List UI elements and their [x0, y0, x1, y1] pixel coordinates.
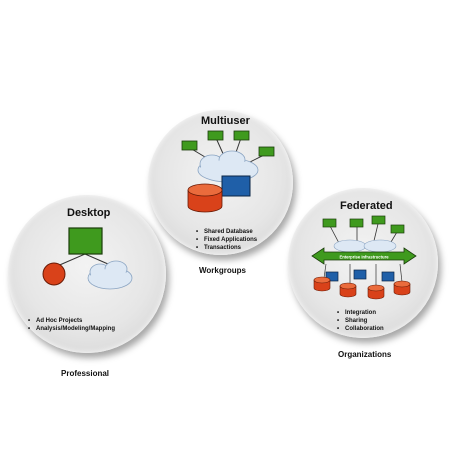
- local-data-icon: [42, 262, 66, 286]
- database-icon: [367, 284, 385, 300]
- client-icon: [207, 130, 224, 141]
- database-icon: [393, 280, 411, 296]
- multiuser-caption: Workgroups: [199, 266, 246, 275]
- enterprise-arrow-icon: [311, 247, 417, 265]
- client-icon: [390, 224, 405, 234]
- cloud-icon: [87, 260, 133, 290]
- desktop-caption: Professional: [61, 369, 110, 378]
- server-icon: [381, 271, 395, 282]
- server-icon: [353, 269, 367, 280]
- connector-line: [323, 263, 327, 279]
- client-icon: [233, 130, 250, 141]
- connector-line: [84, 253, 109, 265]
- desktop-bullet-list: Ad Hoc Projects Analysis/Modeling/Mappin…: [28, 317, 115, 333]
- client-icon: [371, 215, 386, 225]
- cloud-icon: [363, 239, 397, 253]
- database-icon: [339, 282, 357, 298]
- federated-bullet-list: Integration Sharing Collaboration: [337, 309, 384, 333]
- workstation-icon: [68, 227, 103, 255]
- connector-line: [399, 263, 403, 283]
- desktop-graphic: [42, 227, 133, 290]
- bullet-item: Integration: [337, 309, 384, 317]
- client-icon: [322, 218, 337, 228]
- federated-graphic: Enterprise Infrastructure: [311, 215, 417, 300]
- multiuser-title: Multiuser: [201, 115, 250, 127]
- database-icon: [187, 183, 223, 213]
- bullet-item: Shared Database: [196, 228, 257, 236]
- bullet-item: Sharing: [337, 317, 384, 325]
- cloud-icon: [333, 239, 367, 253]
- client-icon: [258, 146, 275, 157]
- bullet-item: Collaboration: [337, 325, 384, 333]
- banner-label: Enterprise Infrastructure: [339, 255, 389, 260]
- server-icon: [221, 175, 251, 197]
- multiuser-graphic: [181, 130, 275, 213]
- database-icon: [313, 276, 331, 292]
- multiuser-bullet-list: Shared Database Fixed Applications Trans…: [196, 228, 257, 252]
- server-icon: [325, 271, 339, 282]
- federated-title: Federated: [340, 200, 393, 212]
- client-icon: [349, 218, 364, 228]
- federated-caption: Organizations: [338, 350, 392, 359]
- bullet-item: Transactions: [196, 244, 257, 252]
- desktop-title: Desktop: [67, 207, 111, 219]
- bullet-item: Analysis/Modeling/Mapping: [28, 325, 115, 333]
- bullet-item: Ad Hoc Projects: [28, 317, 115, 325]
- bullet-item: Fixed Applications: [196, 236, 257, 244]
- client-icon: [181, 140, 198, 151]
